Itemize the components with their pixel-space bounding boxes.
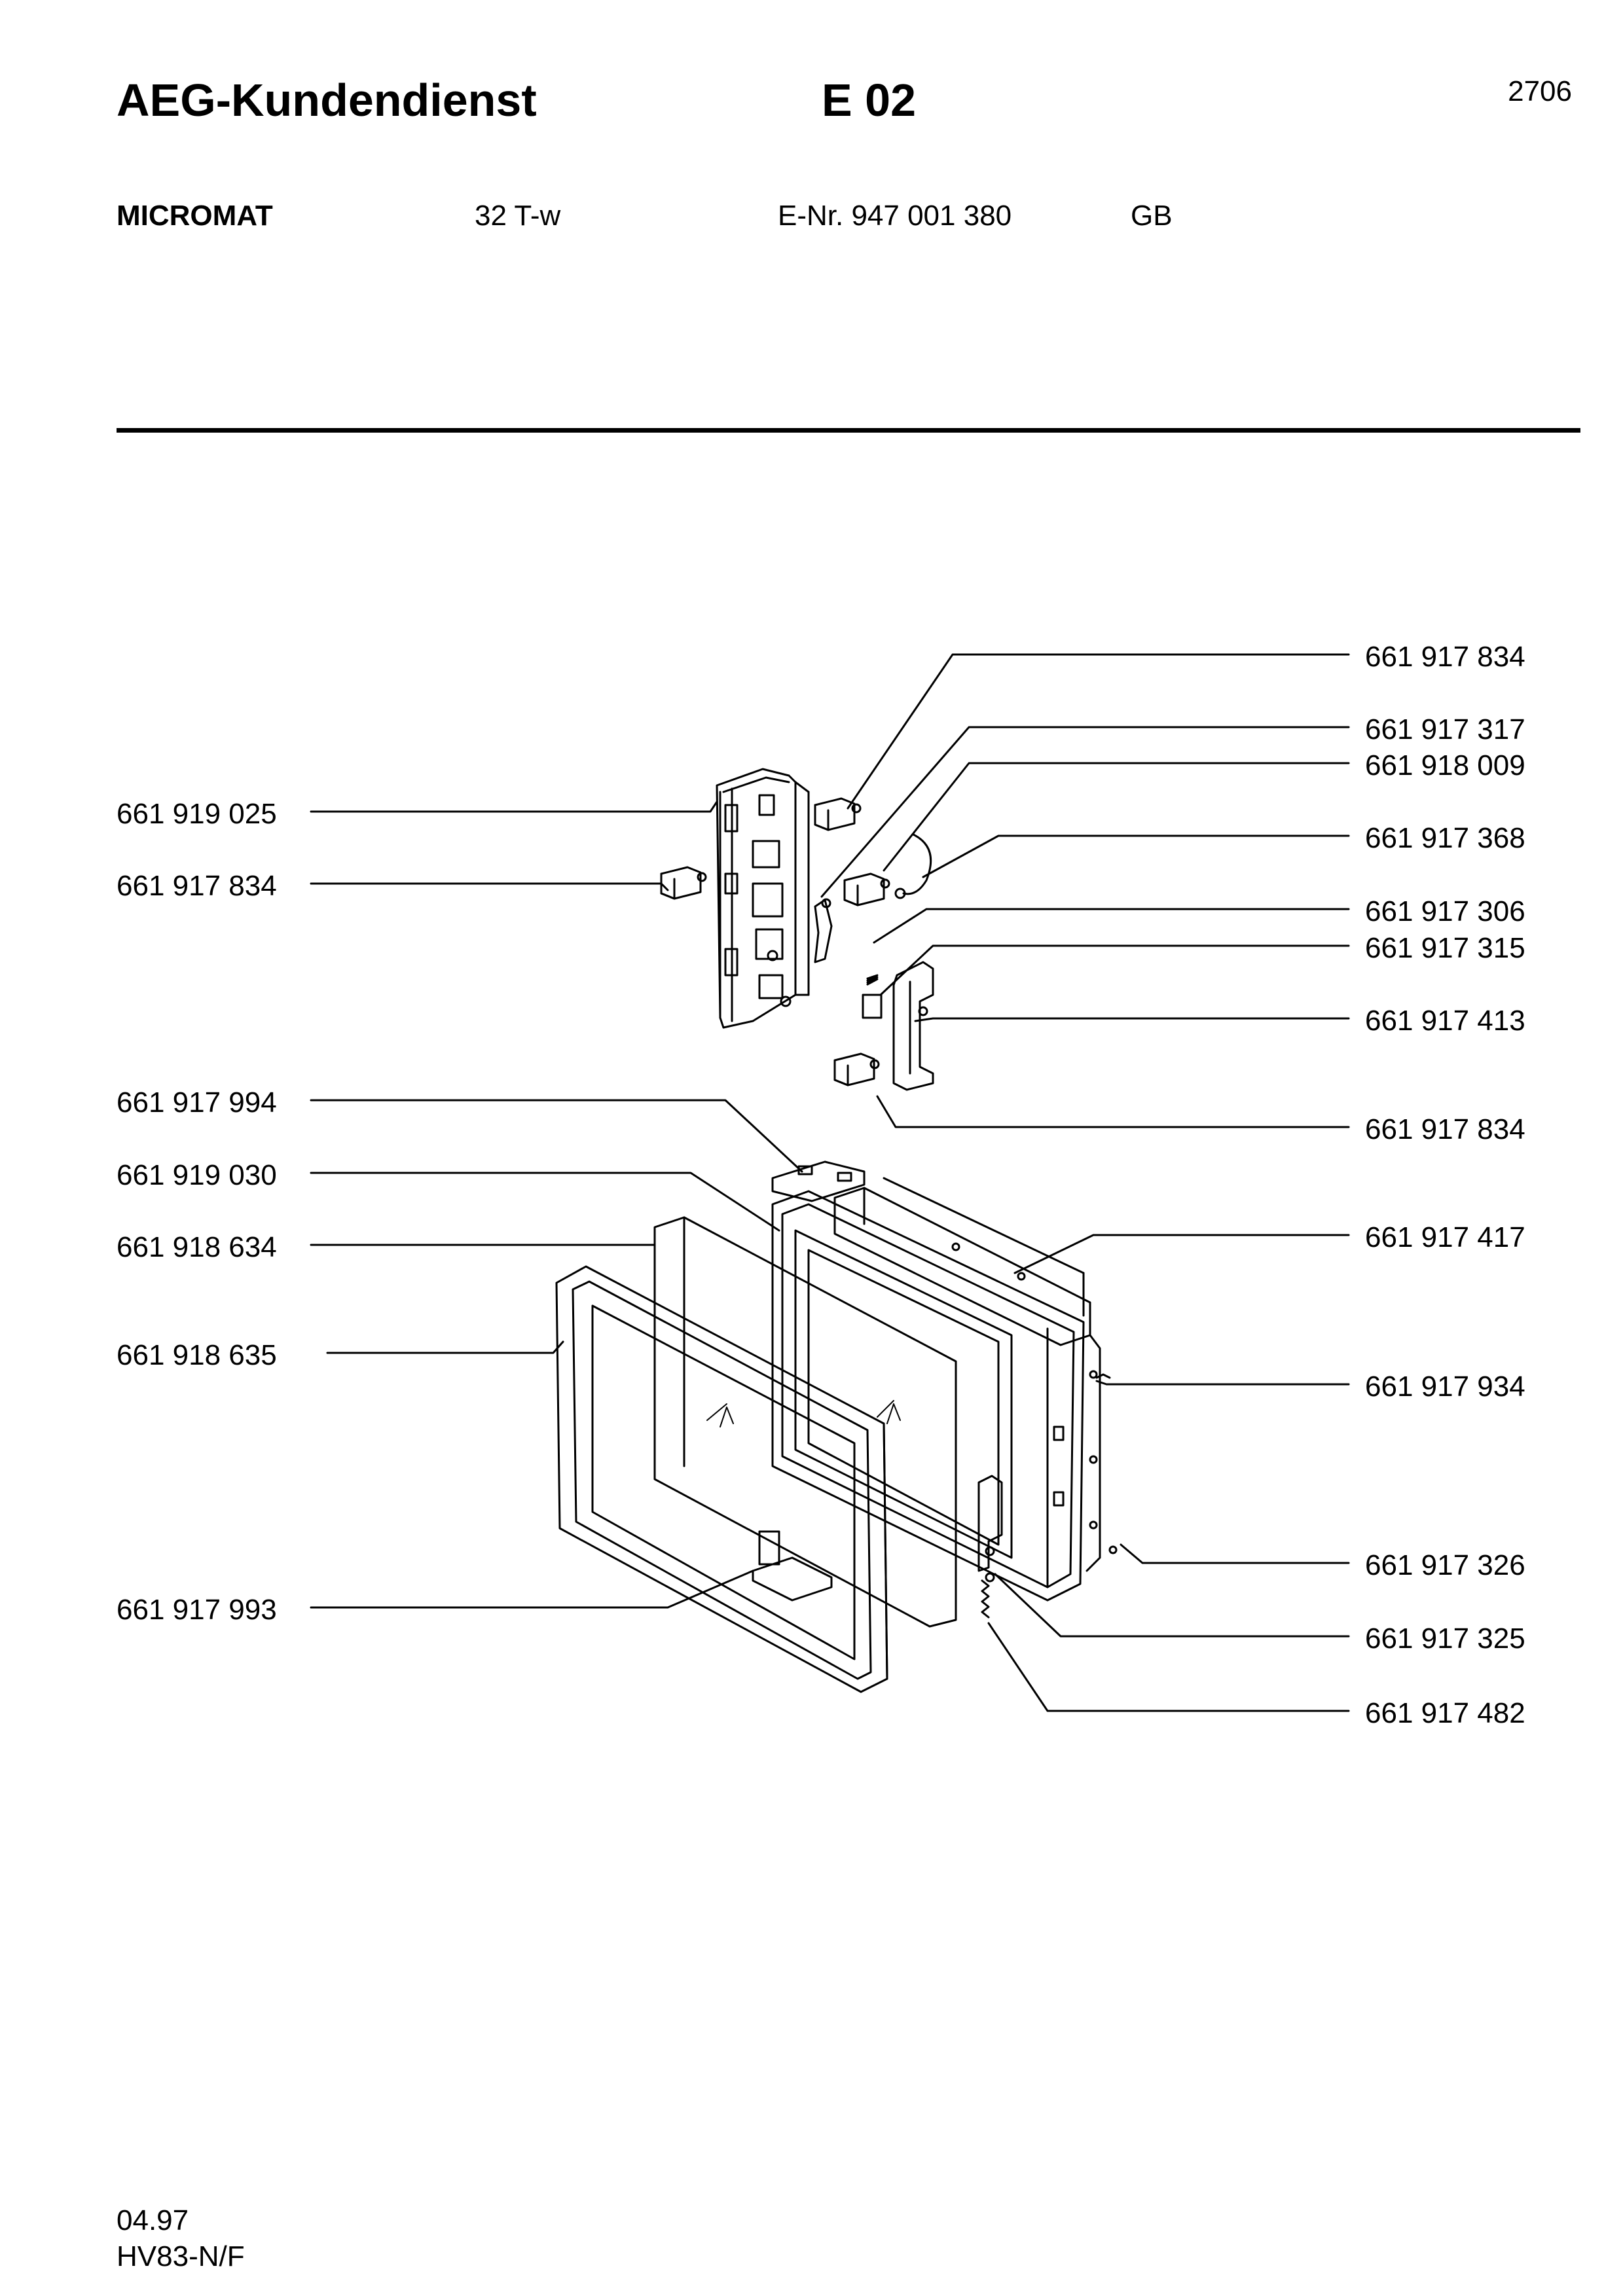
part-label: 661 917 834 xyxy=(1365,641,1525,673)
microswitch-part xyxy=(814,797,862,831)
part-label: 661 917 315 xyxy=(1365,932,1525,964)
e-number: E-Nr. 947 001 380 xyxy=(778,200,1012,232)
part-label: 661 917 482 xyxy=(1365,1697,1525,1729)
spring-part xyxy=(862,974,883,1019)
page-number: 2706 xyxy=(1508,75,1572,107)
part-label: 661 917 834 xyxy=(117,870,277,902)
part-label: 661 917 326 xyxy=(1365,1549,1525,1581)
latch-bracket-part xyxy=(716,768,810,1029)
model-variant: 32 T-w xyxy=(475,200,561,232)
language-code: GB xyxy=(1131,200,1173,232)
side-catch-part xyxy=(977,1373,1118,1619)
part-label: 661 919 030 xyxy=(117,1159,277,1191)
part-label: 661 917 306 xyxy=(1365,895,1525,927)
part-label: 661 917 417 xyxy=(1365,1221,1525,1253)
upper-hinge-part xyxy=(771,1160,866,1202)
model-name: MICROMAT xyxy=(117,200,273,232)
microswitch-part xyxy=(843,833,932,906)
outer-door-frame-part xyxy=(555,1265,888,1693)
glass-pane-part xyxy=(653,1216,957,1628)
part-label: 661 918 634 xyxy=(117,1231,277,1263)
microswitch-part xyxy=(660,866,707,900)
lower-hinge-part xyxy=(752,1530,833,1602)
sheet-code: E 02 xyxy=(822,75,916,126)
part-label: 661 917 993 xyxy=(117,1594,277,1626)
part-label: 661 917 413 xyxy=(1365,1005,1525,1037)
latch-hook-part xyxy=(892,961,934,1091)
document-code: HV83-N/F xyxy=(117,2240,245,2272)
part-label: 661 917 317 xyxy=(1365,713,1525,745)
leader-lines-left xyxy=(310,800,803,1609)
part-label: 661 918 635 xyxy=(117,1339,277,1371)
lever-part xyxy=(814,898,833,963)
part-label: 661 917 994 xyxy=(117,1086,277,1119)
header-divider xyxy=(117,428,1580,433)
revision-date: 04.97 xyxy=(117,2204,189,2236)
part-label: 661 917 834 xyxy=(1365,1113,1525,1145)
part-label: 661 917 934 xyxy=(1365,1371,1525,1403)
brand-title: AEG-Kundendienst xyxy=(117,75,537,126)
part-label: 661 919 025 xyxy=(117,798,277,830)
part-label: 661 917 325 xyxy=(1365,1623,1525,1655)
microswitch-part xyxy=(833,1052,880,1086)
part-label: 661 918 009 xyxy=(1365,749,1525,781)
part-label: 661 917 368 xyxy=(1365,822,1525,854)
door-frame-part xyxy=(771,1190,1085,1602)
leader-lines-right xyxy=(820,653,1350,1712)
choke-seal-part xyxy=(833,1177,1101,1572)
